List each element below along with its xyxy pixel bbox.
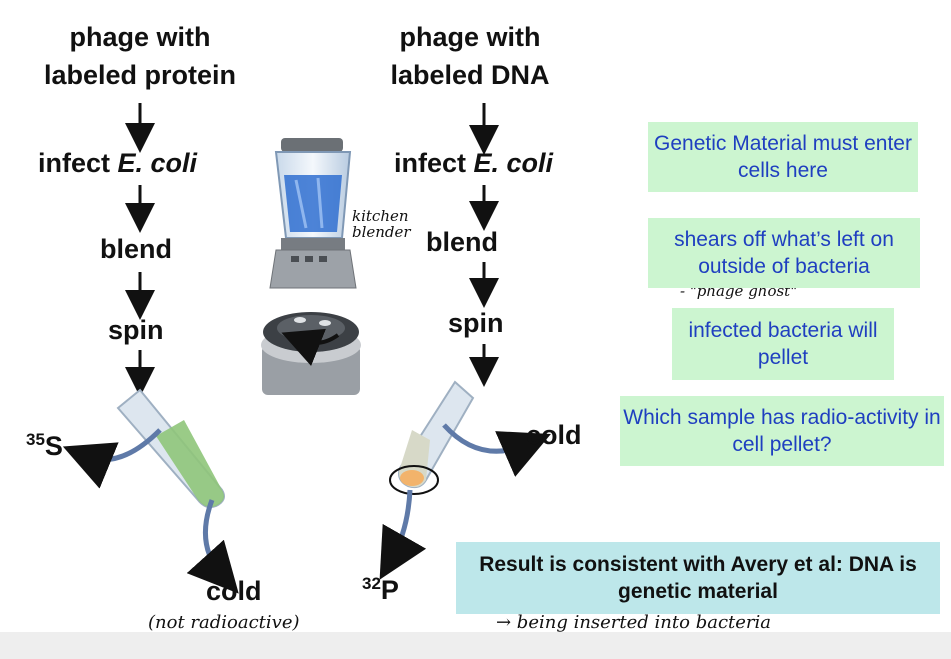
left-pellet-label: cold [206,576,262,606]
handwritten-being-inserted: → being inserted into bacteria [496,612,772,633]
right-infect-organism: E. coli [473,148,554,178]
note-genetic-material: Genetic Material must enter cells here [648,122,918,192]
right-isotope-symbol: P [380,575,399,605]
right-title-line2: labeled DNA [390,60,550,90]
right-spin-step: spin [448,308,504,338]
note-which-sample: Which sample has radio-activity in cell … [620,396,944,466]
left-title: phage with labeled protein [30,18,250,94]
left-infect-prefix: infect [38,148,118,178]
handwritten-kitchen-blender: kitchen blender [352,208,411,240]
handwritten-blender: blender [352,223,411,241]
left-isotope-symbol: S [44,431,63,461]
bottom-bar [0,632,951,659]
left-title-line1: phage with [69,22,211,52]
left-blend-step: blend [100,234,172,264]
right-title-line1: phage with [399,22,541,52]
note-shears-off: shears off what’s left on outside of bac… [648,218,920,288]
left-isotope-mass: 35 [26,430,45,449]
right-isotope-mass: 32 [362,574,381,593]
right-isotope-label: 32P [362,574,399,606]
left-isotope-label: 35S [26,430,63,462]
left-infect-organism: E. coli [117,148,198,178]
handwritten-not-radioactive: (not radioactive) [148,612,300,633]
right-title: phage with labeled DNA [370,18,570,94]
left-test-tube [116,388,225,509]
right-supernatant-label: cold [526,420,582,450]
fraction-arrows [62,423,551,594]
left-infect-step: infect E. coli [38,148,197,179]
right-infect-step: infect E. coli [394,148,553,179]
note-infected-pellet: infected bacteria will pellet [672,308,894,380]
right-blend-step: blend [426,227,498,257]
left-spin-step: spin [108,315,164,345]
right-infect-prefix: infect [394,148,474,178]
result-box: Result is consistent with Avery et al: D… [456,542,940,614]
blender-illustration [269,138,357,289]
handwritten-kitchen: kitchen [352,207,409,225]
centrifuge-illustration [261,312,361,395]
right-test-tube [389,380,475,495]
left-title-line2: labeled protein [43,60,237,90]
